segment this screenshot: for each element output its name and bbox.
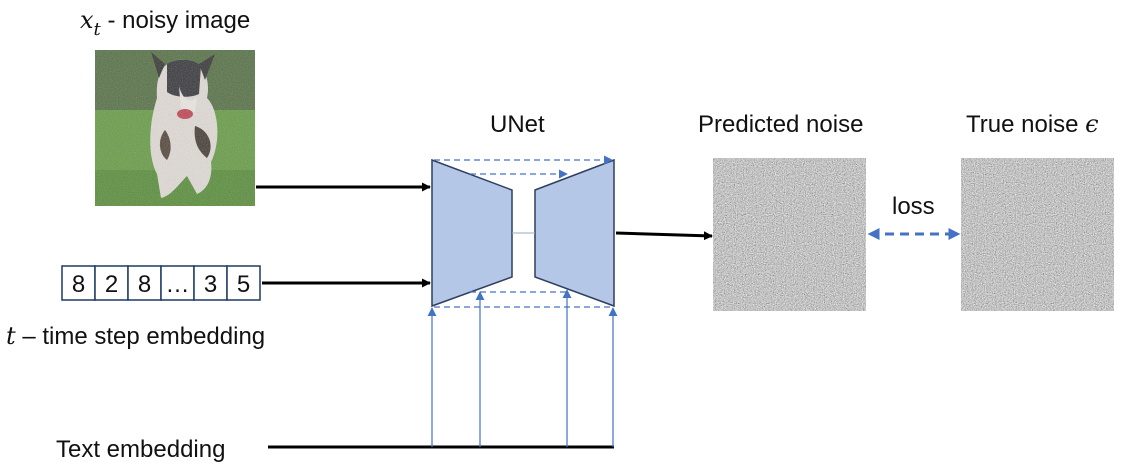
unet-to-prediction-arrow	[615, 231, 713, 241]
true-noise-symbol: ϵ	[1085, 110, 1098, 138]
time-embedding-cell	[226, 265, 261, 301]
true-noise-image	[961, 158, 1114, 311]
true-noise-title: True noise ϵ	[966, 110, 1099, 138]
time-embedding-value: 2	[105, 271, 118, 298]
time-embedding-cell	[94, 265, 129, 301]
time-embedding-value: 8	[72, 271, 85, 298]
time-embedding-cell	[160, 265, 195, 301]
time-embedding-label: t – time step embedding	[6, 322, 265, 350]
noisy-image-subscript: t	[94, 19, 102, 40]
noisy-image	[95, 50, 255, 206]
loss-label: loss	[892, 193, 935, 220]
predicted-noise-image	[713, 158, 866, 311]
text-conditioning-arrows	[427, 289, 618, 447]
skip-connections	[434, 155, 613, 308]
time-embedding-value: 5	[237, 271, 250, 298]
unet-encoder	[431, 158, 513, 308]
predicted-noise-title: Predicted noise	[698, 111, 863, 138]
noise-texture-icon	[713, 158, 866, 311]
time-embedding-value: 3	[204, 271, 217, 298]
noisy-image-symbol: x	[80, 6, 94, 34]
noise-texture-icon	[961, 158, 1114, 311]
svg-text:xt - noisy image: xt - noisy image	[80, 6, 250, 40]
noisy-image-label: xt - noisy image	[80, 6, 250, 40]
unet-block	[431, 158, 615, 308]
svg-text:t – time step embedding: t – time step embedding	[6, 322, 265, 350]
time-symbol: t	[6, 322, 16, 350]
time-embedding-value: 8	[138, 271, 151, 298]
time-embedding-value: …	[166, 271, 190, 298]
time-embedding-cell	[127, 265, 162, 301]
time-embedding-cell	[193, 265, 228, 301]
unet-title: UNet	[490, 111, 545, 138]
time-text: – time step embedding	[16, 323, 265, 350]
text-embedding-label: Text embedding	[56, 436, 225, 463]
unet-decoder	[534, 158, 615, 308]
noisy-image-text: - noisy image	[101, 7, 250, 34]
true-noise-text: True noise	[966, 111, 1085, 138]
